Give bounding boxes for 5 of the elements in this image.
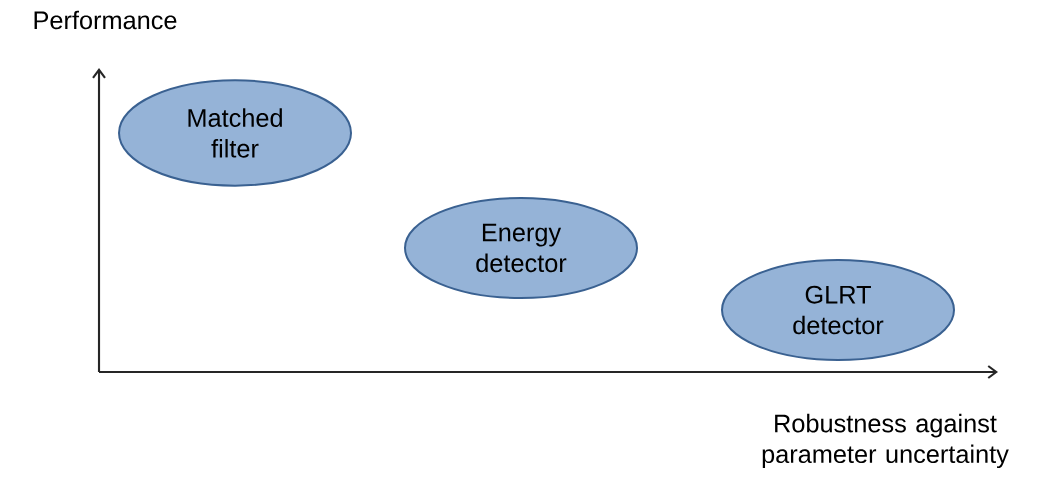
axis-label: Performance — [34, 10, 177, 30]
ellipse-node: Matched filter — [118, 79, 352, 187]
axis-label: Robustness against parameter uncertainty — [762, 413, 1009, 469]
ellipse-node: Energy detector — [404, 197, 638, 299]
ellipse-node: GLRT detector — [721, 259, 955, 361]
